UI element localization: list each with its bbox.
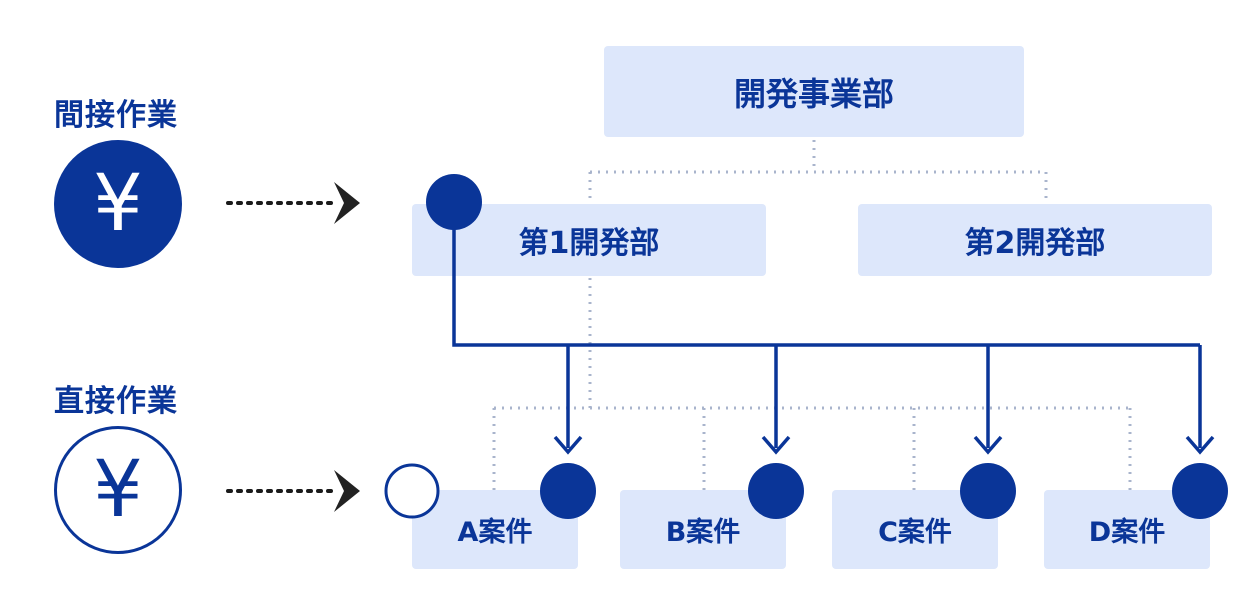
- dept2-label: 第2開発部: [964, 226, 1106, 261]
- direct-work-label: 直接作業: [54, 384, 178, 419]
- project-a-label: A案件: [457, 517, 533, 548]
- dept1-dot: [426, 174, 482, 230]
- project-c-label: C案件: [878, 517, 952, 548]
- project-c-dot: [960, 463, 1016, 519]
- dept1-box: 第1開発部: [412, 204, 766, 276]
- cost-allocation-lines: [452, 205, 1215, 455]
- dept1-label: 第1開発部: [518, 226, 660, 261]
- project-b-dot: [748, 463, 804, 519]
- indirect-yen-icon: ¥: [54, 140, 182, 268]
- indirect-dotted-arrow: [226, 182, 360, 224]
- direct-yen-icon: ¥: [54, 426, 182, 554]
- project-d-dot: [1172, 463, 1228, 519]
- project-a-dot: [540, 463, 596, 519]
- project-a-outline-dot: [384, 463, 440, 519]
- hierarchy-dotted-lines: [492, 140, 1132, 490]
- direct-dotted-arrow: [226, 470, 360, 512]
- project-b-label: B案件: [665, 517, 741, 548]
- org-top-label: 開発事業部: [733, 74, 894, 113]
- project-d-label: D案件: [1088, 517, 1166, 548]
- indirect-work-label: 間接作業: [54, 98, 178, 133]
- dept2-box: 第2開発部: [858, 204, 1212, 276]
- org-top-box: 開発事業部: [604, 46, 1024, 137]
